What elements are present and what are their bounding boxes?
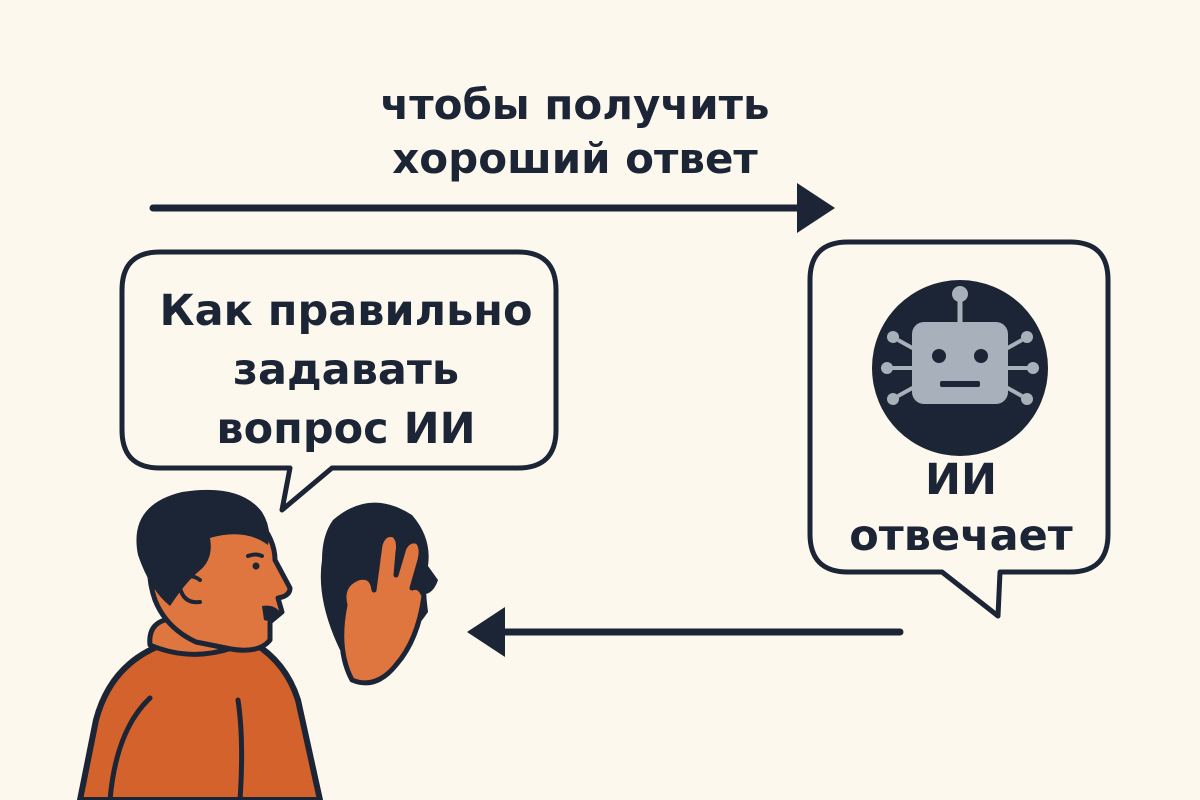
ai-answer-text: ИИ отвечает <box>818 452 1104 564</box>
arrow-to-user <box>467 607 904 657</box>
question-line-3: вопрос ИИ <box>216 404 476 454</box>
caption-line-2: хороший ответ <box>392 134 758 183</box>
ai-line-2: отвечает <box>849 511 1073 561</box>
question-line-2: задавать <box>232 345 460 395</box>
listener-figure <box>320 502 438 686</box>
ai-line-1: ИИ <box>925 455 997 505</box>
question-text: Как правильно задавать вопрос ИИ <box>138 282 554 459</box>
caption-line-1: чтобы получить <box>380 80 770 129</box>
question-line-1: Как правильно <box>159 286 533 336</box>
question-bubble <box>119 249 559 513</box>
robot-icon <box>872 280 1048 456</box>
arrow-to-ai <box>149 183 835 233</box>
process-caption: чтобы получить хороший ответ <box>340 78 810 186</box>
speaker-figure <box>77 489 323 800</box>
